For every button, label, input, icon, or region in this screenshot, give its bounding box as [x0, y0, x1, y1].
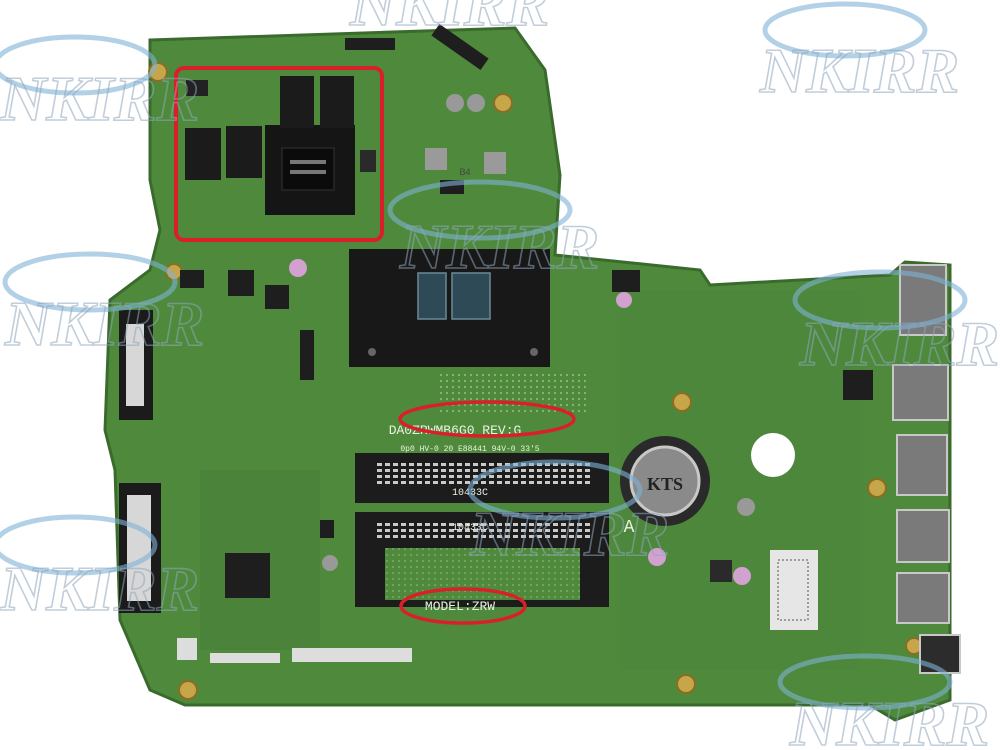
model-highlight	[399, 587, 527, 625]
gpu-highlight-box	[174, 66, 384, 242]
left-connectors	[119, 310, 161, 613]
model-label: MODEL:ZRW	[425, 599, 495, 614]
part-number-highlight	[398, 400, 576, 438]
sticker-marking: B4	[459, 167, 470, 177]
mounting-holes	[148, 62, 923, 700]
watermark-text: NKIRR	[349, 0, 549, 39]
cpu-area	[349, 249, 550, 367]
watermark-text: NKIRR	[0, 63, 199, 134]
a-marking: A	[624, 518, 635, 538]
dimm-label-lower: 10433C	[452, 523, 488, 534]
watermark-text: NKIRR	[0, 553, 199, 624]
gpu-area	[185, 76, 376, 215]
barcode-label	[770, 550, 818, 630]
watermark-text: NKIRR	[789, 688, 989, 750]
watermark-text: NKIRR	[759, 35, 959, 106]
certification-marking: 0p0 HV-0 20 E88441 94V-0 33'5	[400, 445, 539, 454]
watermark-text: NKIRR	[469, 498, 669, 569]
cmos-battery	[620, 436, 710, 526]
watermark-text: NKIRR	[4, 288, 204, 359]
battery-marking: KTS	[647, 474, 683, 494]
components	[177, 24, 873, 663]
watermark-text: NKIRR	[799, 308, 999, 379]
watermark-text: NKIRR	[399, 211, 599, 282]
